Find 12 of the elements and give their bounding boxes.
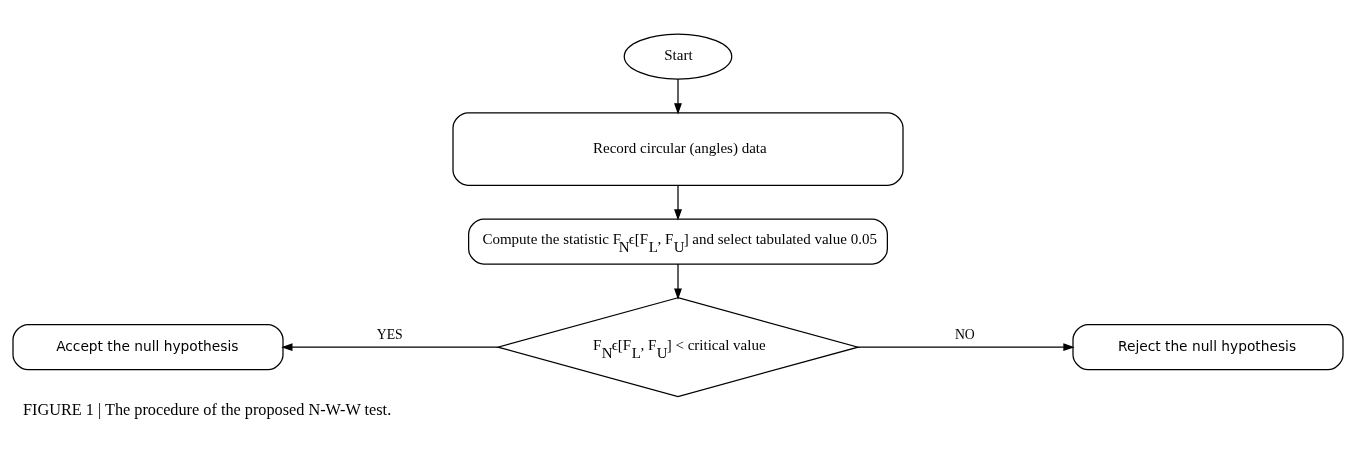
arrow	[674, 263, 682, 300]
arrow	[281, 342, 499, 351]
edge-label: YES	[376, 326, 403, 342]
node-box: Accept the null hypothesis	[12, 323, 284, 370]
arrow	[674, 184, 682, 221]
arrow	[857, 342, 1075, 351]
edge-label: NO	[954, 326, 975, 342]
caption: FIGURE 1 | The procedure of the proposed N-W-W test.	[23, 400, 392, 418]
node-box: Reject the null hypothesis	[1072, 323, 1344, 370]
arrow	[674, 77, 682, 114]
node-box: Record circular (angles) data	[452, 111, 904, 186]
node-ellipse: Start	[623, 32, 733, 80]
